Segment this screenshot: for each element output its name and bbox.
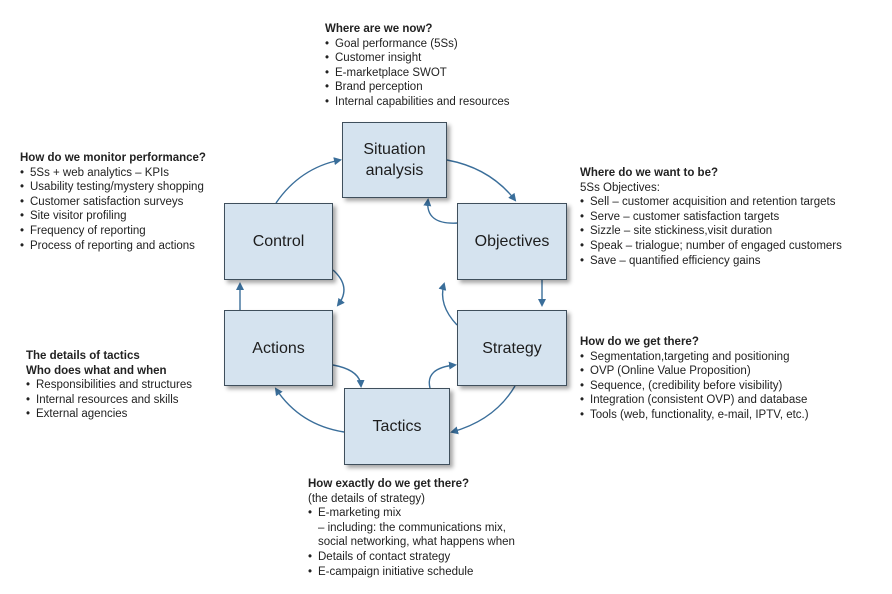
list-item: Responsibilities and structures (26, 378, 192, 393)
note-heading: How exactly do we get there? (308, 478, 470, 490)
note-list: Goal performance (5Ss) Customer insight … (325, 37, 510, 110)
list-item: Frequency of reporting (20, 224, 206, 239)
list-item: Serve – customer satisfaction targets (580, 210, 842, 225)
list-item: Segmentation,targeting and positioning (580, 350, 809, 365)
list-item: Goal performance (5Ss) (325, 37, 510, 52)
list-item: Sequence, (credibility before visibility… (580, 379, 809, 394)
box-label: analysis (365, 162, 424, 179)
note-subheading: 5Ss Objectives: (580, 181, 660, 194)
arrow-objectives-back-to-situation (423, 198, 459, 224)
tactics-box: Tactics (344, 388, 450, 465)
control-note: How do we monitor performance? 5Ss + web… (20, 151, 206, 253)
arrow-strategy-to-tactics (450, 385, 516, 435)
strategy-box: Strategy (457, 310, 567, 386)
strategy-note: How do we get there? Segmentation,target… (580, 335, 809, 423)
box-label: Control (252, 233, 305, 250)
list-item: Usability testing/mystery shopping (20, 180, 206, 195)
note-list: 5Ss + web analytics – KPIs Usability tes… (20, 166, 206, 254)
list-item: Speak – trialogue; number of engaged cus… (580, 239, 842, 254)
list-item: Process of reporting and actions (20, 239, 206, 254)
list-item: E-marketing mix (308, 506, 515, 521)
list-item: Brand perception (325, 80, 510, 95)
actions-box: Actions (224, 310, 333, 386)
actions-note: The details of tactics Who does what and… (26, 349, 192, 422)
list-item: Tools (web, functionality, e-mail, IPTV,… (580, 408, 809, 423)
arrow-control-to-situation (275, 157, 342, 204)
note-subheading: (the details of strategy) (308, 492, 425, 505)
list-item: 5Ss + web analytics – KPIs (20, 166, 206, 181)
arrow-tactics-to-actions (274, 387, 345, 433)
list-item: External agencies (26, 407, 192, 422)
list-subitem: social networking, what happens when (318, 536, 515, 549)
list-item: Customer satisfaction surveys (20, 195, 206, 210)
note-list: E-marketing mix – including: the communi… (308, 506, 515, 579)
note-heading: Where are we now? (325, 23, 433, 35)
note-heading: Where do we want to be? (580, 167, 719, 179)
list-item: Internal resources and skills (26, 393, 192, 408)
situation-note: Where are we now? Goal performance (5Ss)… (325, 22, 510, 110)
note-list: Sell – customer acquisition and retentio… (580, 195, 842, 268)
box-label: Strategy (482, 339, 542, 357)
arrow-actions-forward-to-tactics (332, 364, 365, 388)
arrow-situation-to-objectives (446, 159, 517, 202)
list-item: Sell – customer acquisition and retentio… (580, 195, 842, 210)
arrow-tactics-back-to-strategy (428, 361, 457, 389)
box-label: Tactics (372, 418, 422, 435)
note-heading: Who does what and when (26, 364, 167, 377)
objectives-note: Where do we want to be? 5Ss Objectives: … (580, 166, 842, 268)
note-heading: The details of tactics (26, 350, 140, 362)
list-item: E-campaign initiative schedule (308, 565, 515, 580)
note-list: Responsibilities and structures Internal… (26, 378, 192, 422)
list-subitem: – including: the communications mix, (318, 521, 506, 534)
arrow-control-forward-to-actions (332, 269, 345, 307)
note-heading: How do we get there? (580, 336, 699, 348)
list-item: Sizzle – site stickiness,visit duration (580, 224, 842, 239)
box-label: Objectives (474, 233, 550, 250)
note-heading: How do we monitor performance? (20, 152, 206, 164)
list-item: Save – quantified efficiency gains (580, 254, 842, 269)
list-item: E-marketplace SWOT (325, 66, 510, 81)
box-label: Actions (252, 339, 305, 357)
list-item: Integration (consistent OVP) and databas… (580, 393, 809, 408)
control-box: Control (224, 203, 333, 280)
box-label: Situation (363, 141, 426, 158)
list-item: Customer insight (325, 51, 510, 66)
list-item: OVP (Online Value Proposition) (580, 364, 809, 379)
list-item: Site visitor profiling (20, 209, 206, 224)
tactics-note: How exactly do we get there? (the detail… (308, 477, 515, 579)
arrow-strategy-back-to-objectives (438, 282, 458, 326)
list-item: Internal capabilities and resources (325, 95, 510, 110)
list-item: Details of contact strategy (308, 550, 515, 565)
note-list: Segmentation,targeting and positioning O… (580, 350, 809, 423)
situation-analysis-box: Situation analysis (342, 122, 447, 198)
objectives-box: Objectives (457, 203, 567, 280)
